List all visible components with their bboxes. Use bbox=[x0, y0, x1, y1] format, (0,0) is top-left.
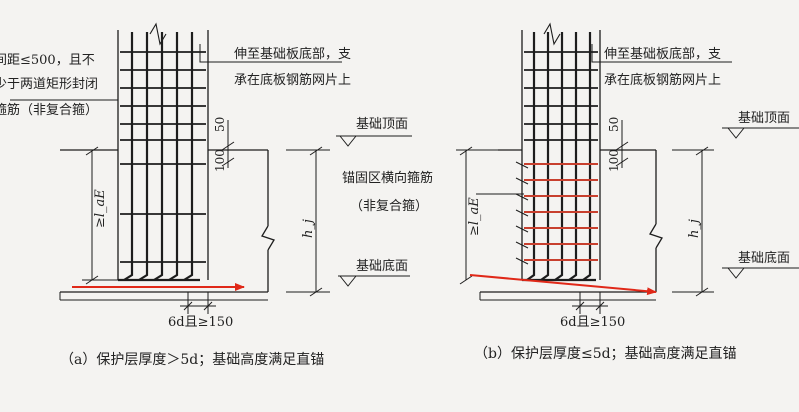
level-b-top-symbol bbox=[722, 127, 799, 139]
panel-b-bottom-surface-label: 基础底面 bbox=[738, 250, 790, 266]
panel-b-dim-50: 50 bbox=[607, 117, 621, 132]
dim-b-hj bbox=[672, 146, 714, 297]
panel-a-top-note-line1: 伸至基础板底部，支 bbox=[234, 46, 351, 62]
panel-b-texts: 伸至基础板底部，支 承在底板钢筋网片上 锚固区横向箍筋 （非复合箍） 50 10… bbox=[342, 46, 790, 362]
panel-b bbox=[456, 22, 799, 314]
panel-b-top-note-line2: 承在底板钢筋网片上 bbox=[604, 72, 721, 88]
panel-a-dim-50: 50 bbox=[213, 117, 227, 132]
panel-a-dim-100: 100 bbox=[213, 149, 227, 172]
dim-b-50-100 bbox=[615, 120, 629, 168]
column-a-longitudinal-bars bbox=[118, 32, 200, 282]
red-arrow-b bbox=[469, 274, 657, 296]
panel-a-top-note-line2: 承在底板钢筋网片上 bbox=[234, 72, 351, 88]
panel-a-bottom-surface-label: 基础底面 bbox=[356, 258, 408, 274]
panel-a-spacing-label: 6d且≥150 bbox=[168, 315, 233, 330]
panel-a-hj-label: h_j bbox=[301, 219, 316, 238]
panel-b-anchor-label-line1: 锚固区横向箍筋 bbox=[342, 170, 433, 186]
leader-a-top-note bbox=[199, 44, 342, 63]
level-b-bottom-symbol bbox=[722, 267, 799, 279]
level-a-bottom-symbol bbox=[338, 275, 410, 287]
dim-a-spacing bbox=[180, 292, 216, 314]
panel-b-hj-label: h_j bbox=[687, 219, 702, 238]
level-a-top-symbol bbox=[336, 135, 412, 147]
panel-b-dim-100: 100 bbox=[607, 149, 621, 172]
column-b-anchor-stirrups bbox=[524, 163, 598, 261]
slab-b-edge bbox=[479, 292, 656, 301]
dim-a-hj bbox=[286, 146, 330, 297]
panel-a-note-line3: 箍筋（非复合箍） bbox=[0, 102, 98, 118]
column-b-longitudinal-bars bbox=[522, 32, 596, 282]
dim-a-lae bbox=[82, 146, 118, 285]
panel-a-note-line1: 间距≤500，且不 bbox=[0, 53, 95, 68]
dim-b-spacing bbox=[572, 292, 608, 314]
column-a-stirrups bbox=[120, 51, 206, 263]
panel-b-lae-label: ≥l_aE bbox=[467, 197, 482, 236]
column-a-break-symbol bbox=[149, 22, 167, 46]
leader-b-top-note bbox=[591, 44, 732, 63]
footing-a-outline bbox=[60, 149, 275, 293]
panel-a-top-surface-label: 基础顶面 bbox=[356, 117, 408, 132]
leader-b-anchor bbox=[476, 161, 529, 265]
column-b-break-symbol bbox=[543, 22, 561, 46]
panel-a bbox=[10, 22, 412, 314]
panel-a-caption: （a）保护层厚度＞5d；基础高度满足直锚 bbox=[60, 351, 324, 368]
panel-b-anchor-label-line2: （非复合箍） bbox=[350, 198, 428, 214]
panel-b-top-surface-label: 基础顶面 bbox=[738, 111, 790, 126]
panel-b-top-note-line1: 伸至基础板底部，支 bbox=[604, 46, 721, 62]
dim-b-lae bbox=[456, 146, 498, 285]
panel-a-lae-label: ≥l_aE bbox=[93, 189, 108, 228]
panel-b-caption: （b）保护层厚度≤5d；基础高度满足直锚 bbox=[474, 345, 737, 362]
dim-a-50-100 bbox=[221, 120, 235, 168]
column-b-stirrups bbox=[524, 51, 598, 141]
panel-a-texts: 间距≤500，且不 少于两道矩形封闭 箍筋（非复合箍） 伸至基础板底部，支 承在… bbox=[0, 46, 408, 368]
panel-a-note-line2: 少于两道矩形封闭 bbox=[0, 77, 98, 92]
panel-b-spacing-label: 6d且≥150 bbox=[560, 315, 625, 330]
slab-a-edge bbox=[59, 292, 268, 301]
footing-b-outline bbox=[480, 149, 663, 293]
